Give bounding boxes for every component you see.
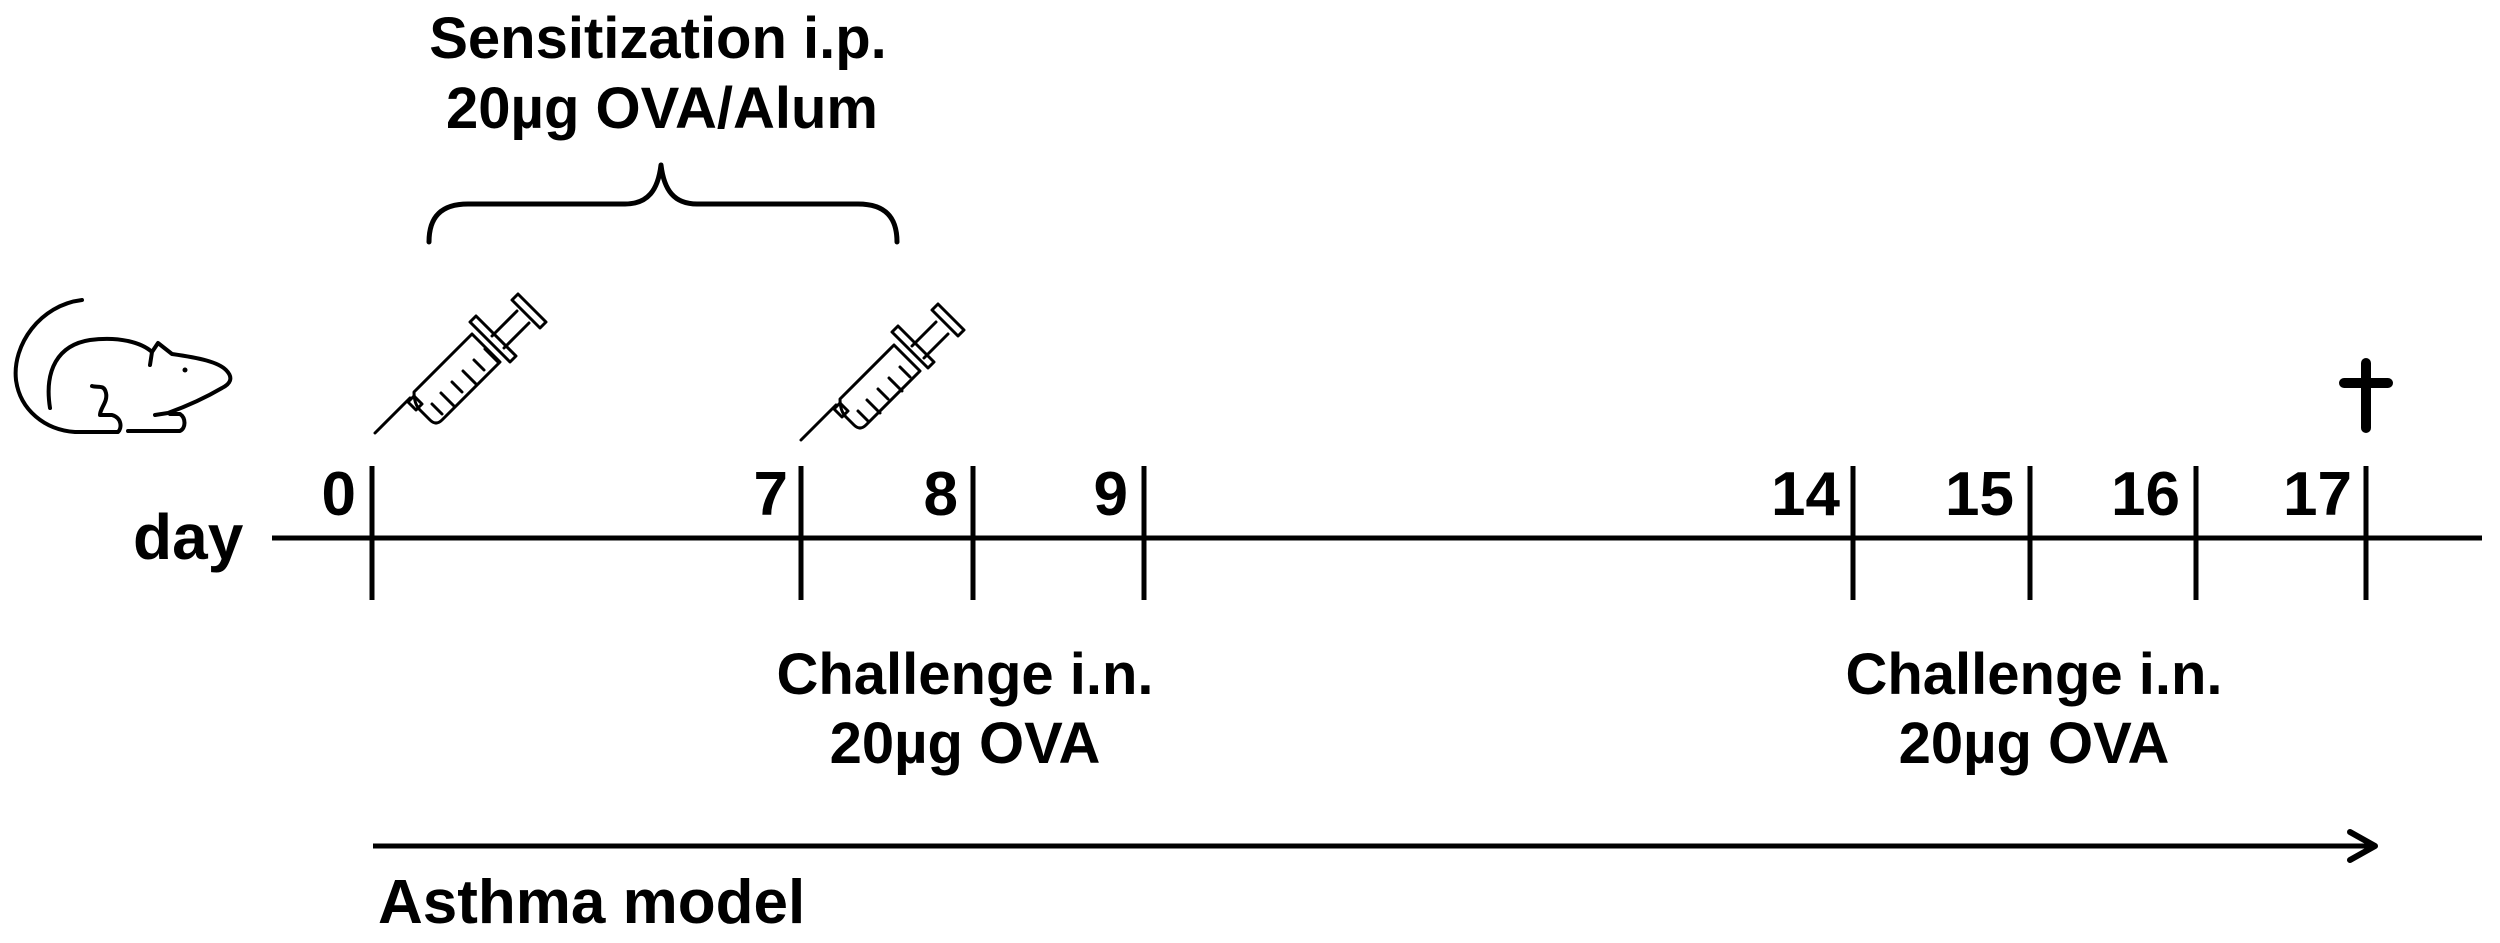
dagger-cross-icon	[2339, 358, 2393, 433]
day-axis-ticks	[369, 466, 2369, 600]
mouse-icon	[13, 298, 233, 434]
challenge-1-label-line1: Challenge i.n.	[776, 642, 1154, 707]
tick-label-day-0: 0	[321, 460, 356, 529]
syringe-icon	[799, 302, 966, 442]
challenge-2-label-line1: Challenge i.n.	[1845, 642, 2223, 707]
sensitization-label-line2: 20µg OVA/Alum	[446, 76, 878, 141]
challenge-1-label-line2: 20µg OVA	[829, 711, 1101, 776]
tick-label-day-16: 16	[2111, 460, 2180, 529]
asthma-model-label: Asthma model	[378, 868, 806, 937]
timeline-arrow	[373, 829, 2378, 863]
sensitization-label-line1: Sensitization i.p.	[429, 6, 887, 71]
challenge-2-label-line2: 20µg OVA	[1898, 711, 2170, 776]
tick-label-day-17: 17	[2283, 460, 2352, 529]
tick-label-day-9: 9	[1093, 460, 1128, 529]
day-axis-label: day	[133, 501, 244, 573]
tick-label-day-7: 7	[753, 460, 788, 529]
syringe-icon	[373, 292, 548, 435]
tick-label-day-15: 15	[1945, 460, 2014, 529]
tick-label-day-8: 8	[923, 460, 958, 529]
tick-label-day-14: 14	[1771, 460, 1840, 529]
sensitization-brace	[426, 162, 900, 245]
